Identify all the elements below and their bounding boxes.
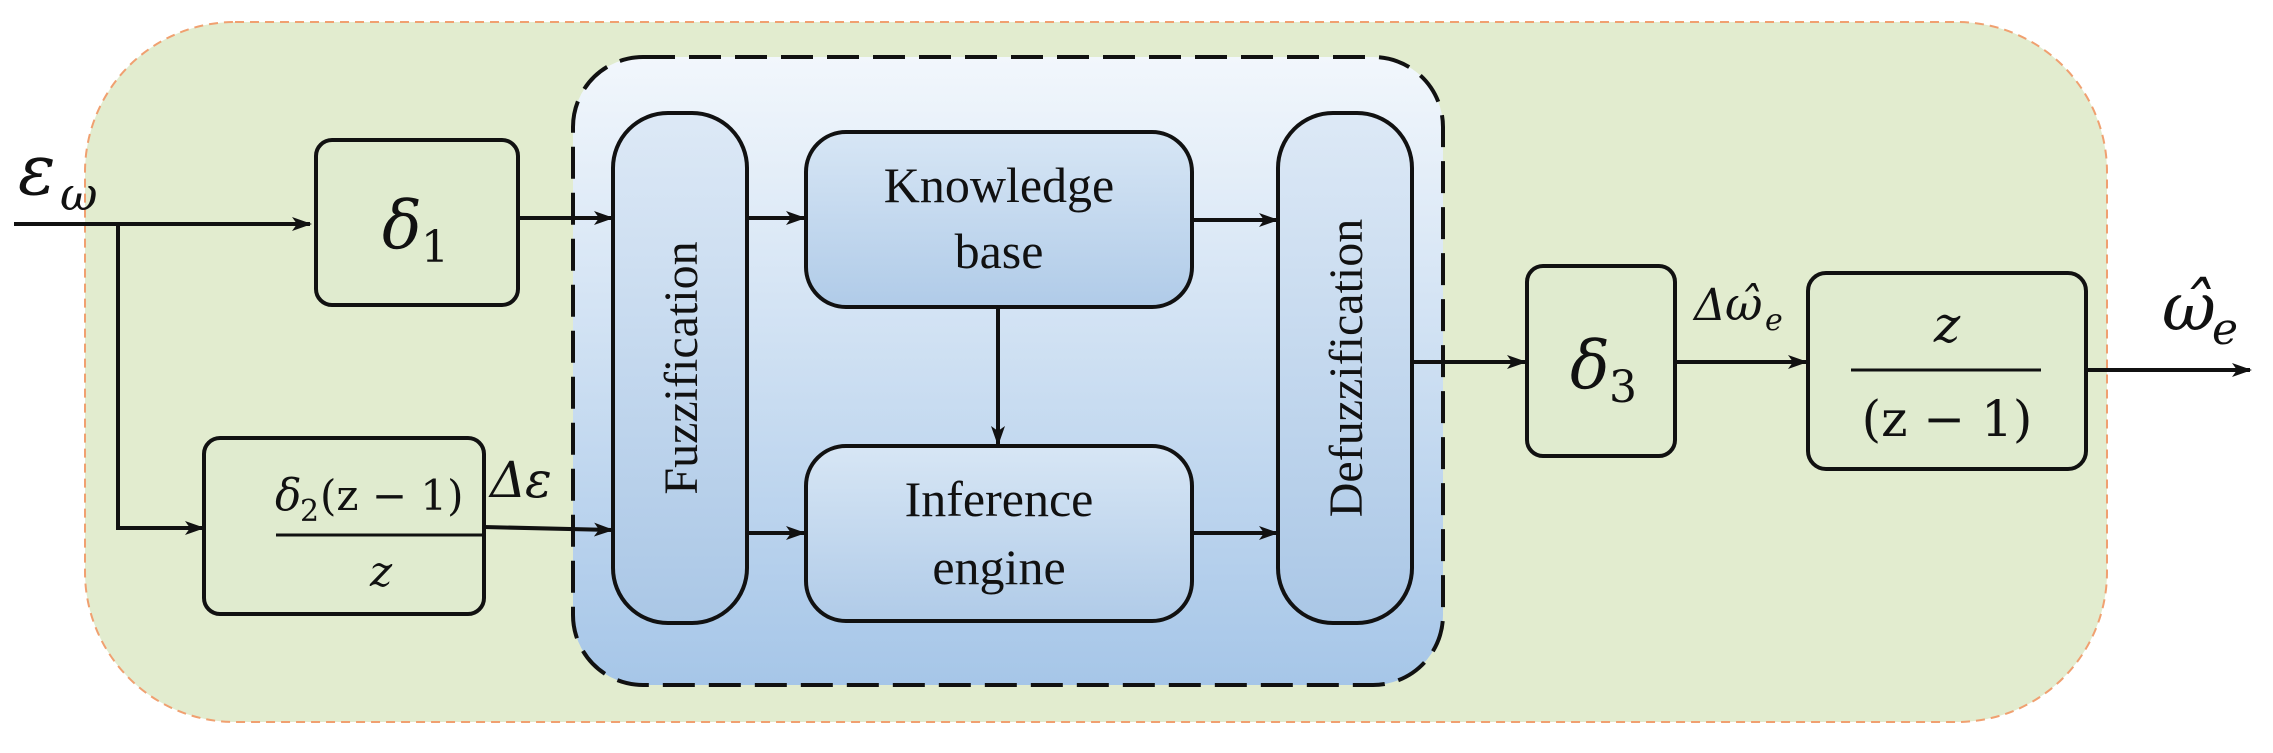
delta1-symbol: δ	[382, 187, 422, 264]
fuzzification-label: Fuzzification	[655, 241, 708, 494]
omega-subscript: ω	[60, 167, 98, 221]
delta3-block[interactable]: δ 3	[1525, 264, 1677, 458]
omega-subscript-e: e	[1765, 303, 1783, 338]
knowledge-base-line2: base	[955, 223, 1044, 279]
delta2-denominator: z	[369, 547, 393, 596]
delta2-subscript: 2	[300, 494, 319, 529]
delta3-symbol: δ	[1570, 327, 1610, 404]
inference-engine-line1: Inference	[905, 471, 1094, 527]
inference-engine-block[interactable]: Inference engine	[804, 444, 1194, 623]
arrow-delta2-to-fuzzification	[483, 522, 614, 537]
omega-hat-symbol: ω̂	[1725, 277, 1763, 331]
output-omega-hat: ω̂	[2162, 269, 2216, 346]
defuzzification-label: Defuzzification	[1320, 219, 1373, 518]
knowledge-base-block[interactable]: Knowledge base	[804, 130, 1194, 309]
epsilon-symbol: ε	[18, 129, 56, 211]
delta2-symbol: δ	[275, 470, 302, 521]
integrator-denominator: (z − 1)	[1862, 390, 2033, 448]
delta3-subscript: 3	[1609, 362, 1637, 413]
integrator-numerator: z	[1933, 296, 1961, 354]
integrator-block[interactable]: z (z − 1)	[1806, 271, 2088, 471]
knowledge-base-line1: Knowledge	[884, 157, 1115, 213]
delta-epsilon-label: Δ ε	[488, 451, 552, 509]
input-label: ε ω	[18, 129, 98, 221]
output-subscript-e: e	[2212, 304, 2238, 355]
input-wiring	[14, 217, 312, 535]
epsilon-symbol-2: ε	[525, 451, 552, 509]
fuzzification-block[interactable]: Fuzzification	[611, 111, 749, 625]
defuzzification-block[interactable]: Defuzzification	[1276, 111, 1414, 625]
delta1-subscript: 1	[421, 222, 449, 273]
delta2-block[interactable]: δ 2 (z − 1) z	[202, 436, 486, 616]
delta1-block[interactable]: δ 1	[314, 138, 520, 307]
delta-symbol: Δ	[488, 451, 526, 509]
delta-symbol-2: Δ	[1692, 280, 1726, 331]
output-label: ω̂ e	[2162, 269, 2238, 355]
delta-omega-label: Δ ω̂ e	[1692, 277, 1783, 338]
delta2-numerator: (z − 1)	[320, 471, 464, 520]
inference-engine-line2: engine	[932, 539, 1065, 595]
